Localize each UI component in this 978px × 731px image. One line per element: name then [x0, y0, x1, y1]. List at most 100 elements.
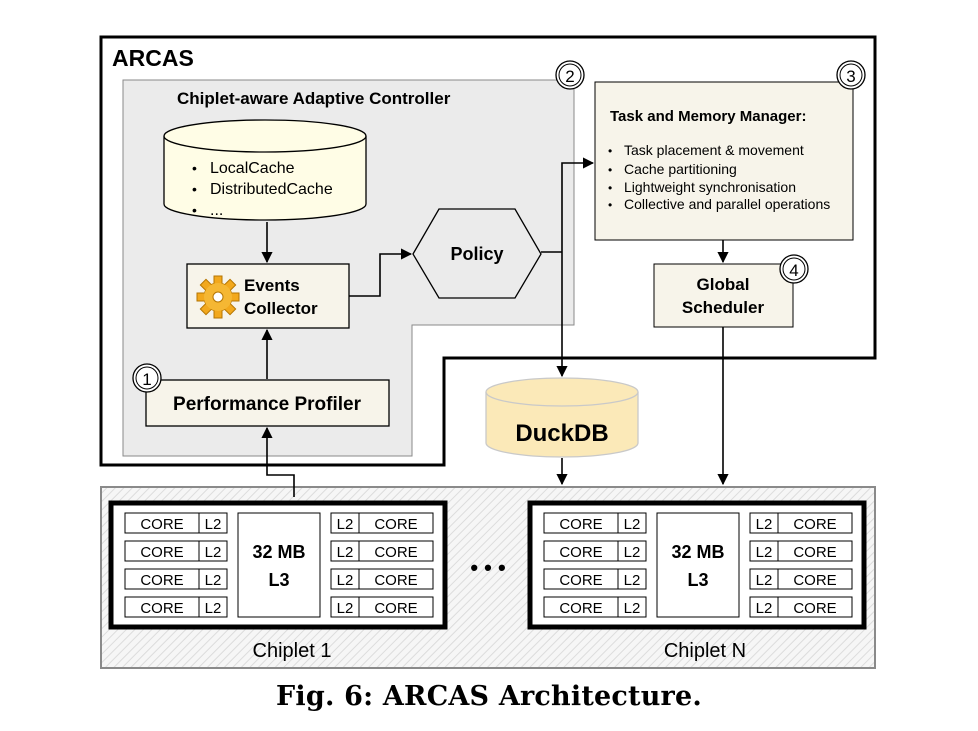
- events-collector-label: Collector: [244, 299, 318, 318]
- duckdb-store: DuckDB: [485, 377, 639, 458]
- bullet-icon: •: [608, 181, 612, 195]
- l2-cell: [198, 596, 228, 618]
- ellipsis: • • •: [470, 555, 505, 580]
- core-label: CORE: [559, 600, 602, 617]
- l2-label: L2: [624, 572, 641, 589]
- l2-label: L2: [205, 516, 222, 533]
- marker-2: 2: [555, 60, 585, 90]
- core-cell: [358, 596, 434, 618]
- task-memory-item: Task placement & movement: [624, 142, 804, 158]
- l2-label: L2: [624, 516, 641, 533]
- core-label: CORE: [793, 516, 836, 533]
- cache-item: DistributedCache: [210, 181, 333, 198]
- l2-label: L2: [337, 572, 354, 589]
- cache-item: LocalCache: [210, 160, 295, 177]
- policy-label: Policy: [450, 244, 503, 264]
- marker-4: 4: [779, 254, 809, 284]
- policy-hexagon: [412, 208, 542, 299]
- core-cell: [777, 540, 853, 562]
- global-scheduler-label: Global: [697, 275, 750, 294]
- bullet-icon: •: [608, 198, 612, 212]
- svg-text:1: 1: [142, 370, 151, 389]
- arrow-policy-to-manager: [561, 157, 595, 252]
- l2-cell: [198, 512, 228, 534]
- l2-label: L2: [205, 572, 222, 589]
- core-label: CORE: [559, 572, 602, 589]
- l2-label: L2: [337, 516, 354, 533]
- performance-profiler-label: Performance Profiler: [173, 394, 362, 415]
- core-label: CORE: [559, 516, 602, 533]
- core-label: CORE: [793, 572, 836, 589]
- figure-caption: Fig. 6: ARCAS Architecture.: [276, 681, 702, 712]
- arrow-events-to-policy: [349, 248, 413, 297]
- l2-label: L2: [756, 544, 773, 561]
- l2-cell: [617, 568, 647, 590]
- bullet-icon: •: [192, 181, 197, 197]
- core-label: CORE: [374, 600, 417, 617]
- task-memory-item: Cache partitioning: [624, 161, 737, 177]
- core-cell: [358, 540, 434, 562]
- l3-cache: [237, 512, 321, 618]
- core-label: CORE: [793, 600, 836, 617]
- core-label: CORE: [374, 572, 417, 589]
- core-label: CORE: [140, 516, 183, 533]
- l2-label: L2: [337, 600, 354, 617]
- arrow-hardware-to-profiler: [261, 426, 295, 497]
- bullet-icon: •: [192, 202, 197, 218]
- core-label: CORE: [140, 572, 183, 589]
- svg-text:3: 3: [846, 67, 855, 86]
- l2-cell: [198, 568, 228, 590]
- bullet-icon: •: [192, 160, 197, 176]
- l2-cell: [617, 596, 647, 618]
- l3-size: 32 MB: [252, 542, 305, 562]
- l3-label: L3: [268, 570, 289, 590]
- l2-label: L2: [205, 544, 222, 561]
- l2-label: L2: [624, 544, 641, 561]
- core-label: CORE: [140, 544, 183, 561]
- svg-text:2: 2: [565, 67, 574, 86]
- core-label: CORE: [793, 544, 836, 561]
- core-label: CORE: [374, 516, 417, 533]
- core-label: CORE: [374, 544, 417, 561]
- events-collector-label: Events: [244, 276, 300, 295]
- marker-3: 3: [836, 60, 866, 90]
- l3-cache: [656, 512, 740, 618]
- chiplet-label: Chiplet N: [664, 640, 746, 662]
- core-label: CORE: [140, 600, 183, 617]
- bullet-icon: •: [608, 144, 612, 158]
- task-memory-item: Lightweight synchronisation: [624, 179, 796, 195]
- arcas-title: ARCAS: [112, 45, 194, 71]
- svg-text:4: 4: [789, 261, 798, 280]
- cache-store: • LocalCache • DistributedCache • ...: [163, 119, 367, 221]
- global-scheduler-box: [653, 263, 794, 328]
- l2-label: L2: [337, 544, 354, 561]
- l2-label: L2: [205, 600, 222, 617]
- controller-title: Chiplet-aware Adaptive Controller: [177, 89, 451, 108]
- task-memory-item: Collective and parallel operations: [624, 196, 830, 212]
- core-cell: [777, 568, 853, 590]
- l2-cell: [198, 540, 228, 562]
- global-scheduler-label: Scheduler: [682, 298, 765, 317]
- l2-label: L2: [624, 600, 641, 617]
- core-cell: [358, 512, 434, 534]
- task-memory-manager-box: [594, 81, 854, 241]
- bullet-icon: •: [608, 163, 612, 177]
- core-cell: [358, 568, 434, 590]
- cache-item: ...: [210, 202, 223, 219]
- l2-cell: [617, 512, 647, 534]
- duckdb-label: DuckDB: [515, 420, 608, 447]
- connectors: [261, 157, 729, 497]
- l3-label: L3: [687, 570, 708, 590]
- task-memory-manager-title: Task and Memory Manager:: [610, 108, 806, 125]
- l2-label: L2: [756, 572, 773, 589]
- chiplet-label: Chiplet 1: [253, 640, 332, 662]
- l3-size: 32 MB: [671, 542, 724, 562]
- marker-1: 1: [132, 363, 162, 393]
- core-label: CORE: [559, 544, 602, 561]
- core-cell: [777, 512, 853, 534]
- l2-label: L2: [756, 600, 773, 617]
- gear-icon: [196, 275, 240, 319]
- performance-profiler-box: [145, 379, 390, 427]
